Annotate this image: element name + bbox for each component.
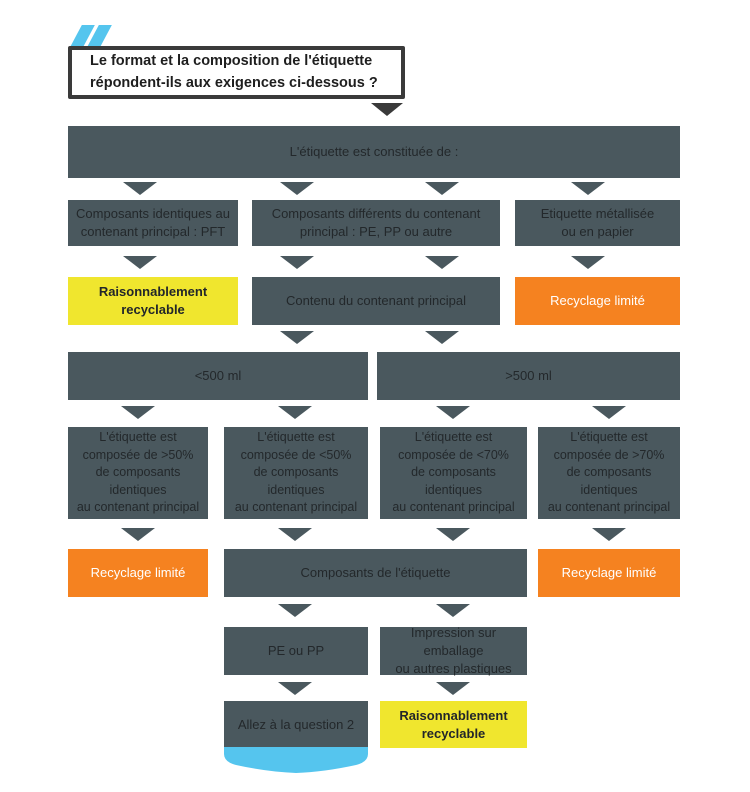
node-composee-sup50: L'étiquette est composée de >50% de comp… [68,427,208,519]
down-arrow-icon [278,528,312,541]
down-arrow-icon [278,604,312,617]
node-recyclage-limite-2: Recyclage limité [68,549,208,597]
node-composee-inf70: L'étiquette est composée de <70% de comp… [380,427,527,519]
down-arrow-icon [123,256,157,269]
question-box: Le format et la composition de l'étiquet… [68,46,405,99]
node-composee-inf50: L'étiquette est composée de <50% de comp… [224,427,368,519]
node-composants-identiques-pft: Composants identiques au contenant princ… [68,200,238,246]
down-arrow-icon [436,604,470,617]
down-arrow-icon [592,528,626,541]
down-arrow-icon [436,406,470,419]
down-arrow-icon [425,331,459,344]
down-arrow-icon [571,182,605,195]
node-moins-500ml: <500 ml [68,352,368,400]
down-arrow-icon [592,406,626,419]
down-arrow-icon [123,182,157,195]
node-raisonnablement-recyclable-2: Raisonnablement recyclable [380,701,527,748]
node-plus-500ml: >500 ml [377,352,680,400]
down-arrow-icon [436,682,470,695]
node-etiquette-metallisee: Etiquette métallisée ou en papier [515,200,680,246]
down-arrow-icon [121,528,155,541]
down-arrow-icon [121,406,155,419]
down-arrow-icon [425,256,459,269]
node-composants-etiquette: Composants de l'étiquette [224,549,527,597]
down-arrow-icon [278,406,312,419]
down-arrow-icon [280,182,314,195]
node-recyclage-limite-1: Recyclage limité [515,277,680,325]
ribbon-banner-icon [224,747,368,775]
node-composee-sup70: L'étiquette est composée de >70% de comp… [538,427,680,519]
down-arrow-icon [280,256,314,269]
down-arrow-icon [278,682,312,695]
node-recyclage-limite-3: Recyclage limité [538,549,680,597]
down-arrow-icon [371,103,403,116]
node-allez-question-2: Allez à la question 2 [224,701,368,749]
node-pe-ou-pp: PE ou PP [224,627,368,675]
down-arrow-icon [436,528,470,541]
node-impression-emballage: Impression sur emballage ou autres plast… [380,625,527,676]
down-arrow-icon [425,182,459,195]
node-contenu-contenant: Contenu du contenant principal [252,277,500,325]
node-etiquette-constituee: L'étiquette est constituée de : [68,126,680,178]
down-arrow-icon [280,331,314,344]
down-arrow-icon [571,256,605,269]
node-composants-differents: Composants différents du contenant princ… [252,200,500,246]
node-raisonnablement-recyclable-1: Raisonnablement recyclable [68,277,238,325]
